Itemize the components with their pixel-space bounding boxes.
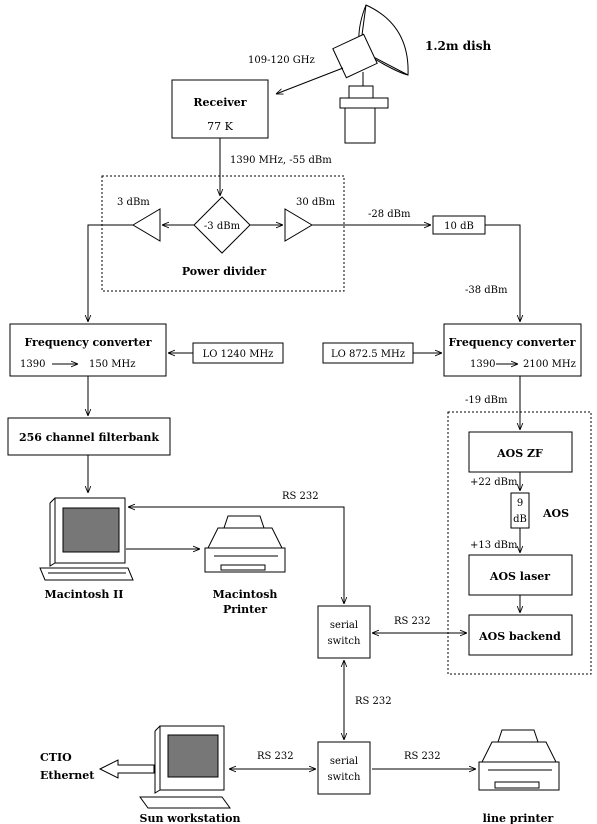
receiver-title: Receiver — [193, 96, 246, 109]
left-amplifier — [132, 208, 161, 242]
switch2-line2: switch — [328, 772, 362, 783]
aos-att-top: 9 — [517, 498, 523, 509]
sun-workstation-icon — [139, 725, 231, 809]
fc-right-from: 1390 — [470, 359, 495, 370]
fc-left-title: Frequency converter — [24, 336, 151, 349]
mac-printer-label-1: Macintosh — [213, 588, 278, 601]
ethernet-arrow — [98, 759, 155, 779]
ctio-label-1: CTIO — [40, 751, 72, 764]
rs232-mac-label: RS 232 — [282, 491, 319, 502]
right-amplifier — [284, 208, 313, 242]
divider-center-label: -3 dBm — [204, 221, 241, 232]
dish-to-receiver-arrow — [276, 67, 344, 94]
dish-antenna — [332, 4, 409, 144]
att-out-level: -38 dBm — [465, 285, 508, 296]
mac-switch-link — [128, 507, 344, 604]
fc-right-title: Frequency converter — [448, 336, 575, 349]
macintosh-printer-icon — [204, 515, 286, 573]
lo-left-label: LO 1240 MHz — [203, 349, 274, 360]
lo-right-label: LO 872.5 MHz — [331, 349, 405, 360]
serial-switch-1 — [317, 605, 371, 659]
divider-diamond — [193, 196, 251, 254]
line-printer-label: line printer — [483, 812, 554, 824]
fc-left-to: 150 MHz — [89, 359, 136, 370]
switch1-line2: switch — [328, 636, 362, 647]
aos-label: AOS — [542, 507, 569, 520]
aos-zf-label: AOS ZF — [496, 447, 543, 460]
aos-backend-box — [468, 614, 573, 656]
rs232-sun-label: RS 232 — [257, 751, 294, 762]
attenuator-label: 10 dB — [444, 221, 474, 232]
att-to-fc-arrow — [485, 224, 520, 322]
line-printer-icon — [478, 729, 560, 791]
macintosh-label: Macintosh II — [45, 588, 124, 601]
mac-printer-label-2: Printer — [223, 603, 267, 616]
rs232-switches-label: RS 232 — [355, 696, 392, 707]
power-divider-region — [101, 175, 345, 292]
aos-laser-level: +13 dBm — [470, 540, 518, 551]
dish-label: 1.2m dish — [425, 39, 491, 53]
receiver-output-label: 1390 MHz, -55 dBm — [230, 155, 332, 166]
filterbank-label: 256 channel filterbank — [19, 431, 159, 444]
serial-switch-2 — [317, 741, 371, 795]
right-amp-level: 30 dBm — [296, 197, 336, 208]
aos-backend-label: AOS backend — [478, 630, 561, 643]
power-divider-label: Power divider — [182, 265, 267, 278]
fc-right-out-level: -19 dBm — [465, 395, 508, 406]
aos-laser-label: AOS laser — [489, 570, 550, 583]
aos-att-bottom: dB — [513, 514, 527, 525]
left-amp-to-fc-arrow — [88, 224, 133, 322]
switch1-line1: serial — [330, 620, 358, 631]
aos-region — [447, 411, 592, 675]
right-out-level: -28 dBm — [368, 209, 411, 220]
filterbank-box — [7, 417, 171, 456]
dish-freq-label: 109-120 GHz — [248, 55, 315, 66]
receiver-temp: 77 K — [207, 120, 233, 133]
fc-left-from: 1390 — [20, 359, 45, 370]
ctio-label-2: Ethernet — [40, 769, 95, 782]
macintosh-computer-icon — [39, 497, 134, 581]
switch2-line1: serial — [330, 756, 358, 767]
sun-label: Sun workstation — [140, 812, 241, 824]
left-amp-level: 3 dBm — [117, 197, 150, 208]
fc-right-box — [443, 323, 582, 377]
rs232-printer-label: RS 232 — [404, 751, 441, 762]
rs232-aos-label: RS 232 — [394, 616, 431, 627]
fc-right-to: 2100 MHz — [523, 359, 576, 370]
aos-zf-level: +22 dBm — [470, 477, 518, 488]
